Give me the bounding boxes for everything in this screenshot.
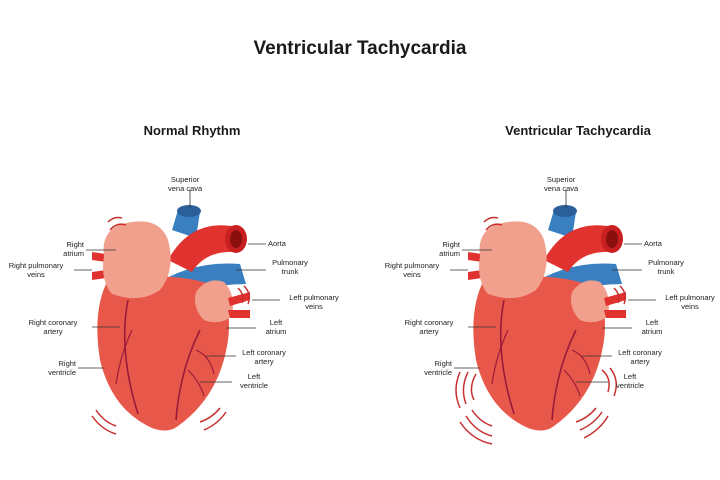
label-pulmonary-trunk: Pulmonary trunk <box>272 258 308 276</box>
label-superior-vena-cava: Superior vena cava <box>544 175 579 193</box>
label-right-ventricle: Right ventricle <box>424 359 452 377</box>
normal-rhythm-title: Normal Rhythm <box>143 123 241 138</box>
label-left-pulmonary-veins: Left pulmonary veins <box>665 293 715 311</box>
main-title: Ventricular Tachycardia <box>253 38 467 59</box>
ventricular-tachycardia-title: Ventricular Tachycardia <box>505 123 651 138</box>
label-left-coronary-artery: Left coronary artery <box>242 348 286 366</box>
label-left-coronary-artery: Left coronary artery <box>618 348 662 366</box>
label-aorta: Aorta <box>268 239 286 248</box>
label-right-pulmonary-veins: Right pulmonary veins <box>8 261 64 279</box>
label-superior-vena-cava: Superior vena cava <box>168 175 203 193</box>
label-left-ventricle: Left ventricle <box>240 372 268 390</box>
label-right-coronary-artery: Right coronary artery <box>404 318 454 336</box>
heart-illustration-normal <box>74 190 280 435</box>
heart-illustration-tachycardia <box>450 190 656 445</box>
label-pulmonary-trunk: Pulmonary trunk <box>648 258 684 276</box>
label-left-pulmonary-veins: Left pulmonary veins <box>289 293 339 311</box>
ventricular-tachycardia-panel: Superior vena cava Right atrium Aorta Ri… <box>376 160 720 460</box>
label-right-atrium: Right atrium <box>439 240 460 258</box>
label-left-atrium: Left atrium <box>641 318 663 336</box>
label-left-atrium: Left atrium <box>265 318 287 336</box>
label-right-coronary-artery: Right coronary artery <box>28 318 78 336</box>
normal-rhythm-panel: Superior vena cava Right atrium Aorta Ri… <box>0 160 360 460</box>
label-right-atrium: Right atrium <box>63 240 84 258</box>
label-aorta: Aorta <box>644 239 662 248</box>
label-right-ventricle: Right ventricle <box>48 359 76 377</box>
label-right-pulmonary-veins: Right pulmonary veins <box>384 261 440 279</box>
label-left-ventricle: Left ventricle <box>616 372 644 390</box>
